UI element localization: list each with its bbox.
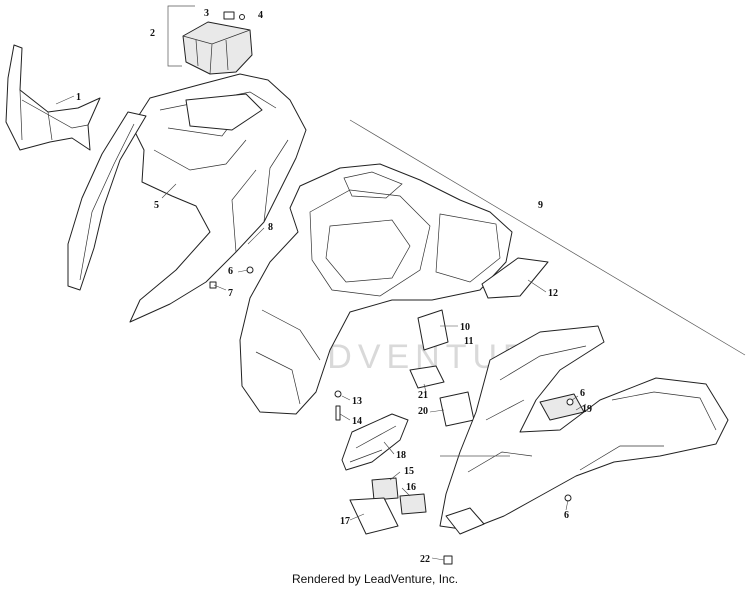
callout-11: 11 <box>464 336 473 347</box>
callout-4: 4 <box>258 10 263 21</box>
callout-12: 12 <box>548 288 558 299</box>
callout-10: 10 <box>460 322 470 333</box>
callout-labels: 1 2 3 4 5 6 7 8 9 10 11 12 13 14 15 16 1… <box>76 8 592 565</box>
callout-19: 19 <box>582 404 592 415</box>
part-5-hood-panel[interactable] <box>129 73 307 323</box>
part-19-vent[interactable] <box>539 393 585 421</box>
part-17-foam[interactable] <box>349 497 399 535</box>
callout-5: 5 <box>154 200 159 211</box>
callout-9: 9 <box>538 200 543 211</box>
side-panel-left[interactable] <box>67 111 147 291</box>
callout-6-lower: 6 <box>564 510 569 521</box>
part-4-screw[interactable] <box>239 14 245 20</box>
callout-6: 6 <box>228 266 233 277</box>
part-7-screw[interactable] <box>209 281 217 289</box>
footer-credit: Rendered by LeadVenture, Inc. <box>291 572 459 586</box>
part-18-bracket[interactable] <box>341 413 409 471</box>
callout-16: 16 <box>406 482 416 493</box>
part-6-bolt-b[interactable] <box>566 398 574 406</box>
part-15-pad[interactable] <box>371 477 399 501</box>
callout-20: 20 <box>418 406 428 417</box>
part-14-screw[interactable] <box>335 405 341 421</box>
callout-17: 17 <box>340 516 350 527</box>
part-1-side-flap[interactable] <box>5 44 101 151</box>
callout-2: 2 <box>150 28 155 39</box>
callout-14: 14 <box>352 416 362 427</box>
part-13-bolt[interactable] <box>334 390 342 398</box>
callout-21: 21 <box>418 390 428 401</box>
callout-1: 1 <box>76 92 81 103</box>
callout-7: 7 <box>228 288 233 299</box>
part-12-panel-film[interactable] <box>481 257 549 299</box>
leader-lines <box>55 95 587 561</box>
callout-6-right: 6 <box>580 388 585 399</box>
callout-13: 13 <box>352 396 362 407</box>
callout-18: 18 <box>396 450 406 461</box>
callout-15: 15 <box>404 466 414 477</box>
part-10-pad[interactable] <box>417 309 449 351</box>
side-panel-right[interactable] <box>439 325 729 535</box>
callout-22: 22 <box>420 554 430 565</box>
part-3-latch[interactable] <box>223 11 235 20</box>
callout-8: 8 <box>268 222 273 233</box>
part-16-pad[interactable] <box>399 493 427 515</box>
part-2-storage-box[interactable] <box>182 11 253 75</box>
callout-3: 3 <box>204 8 209 19</box>
part-20-plate[interactable] <box>439 391 475 427</box>
part-21-clip[interactable] <box>409 365 445 389</box>
assembly-bracket-9 <box>349 119 746 356</box>
part-22-screw[interactable] <box>443 555 453 565</box>
part-9-front-fascia[interactable] <box>239 163 513 415</box>
